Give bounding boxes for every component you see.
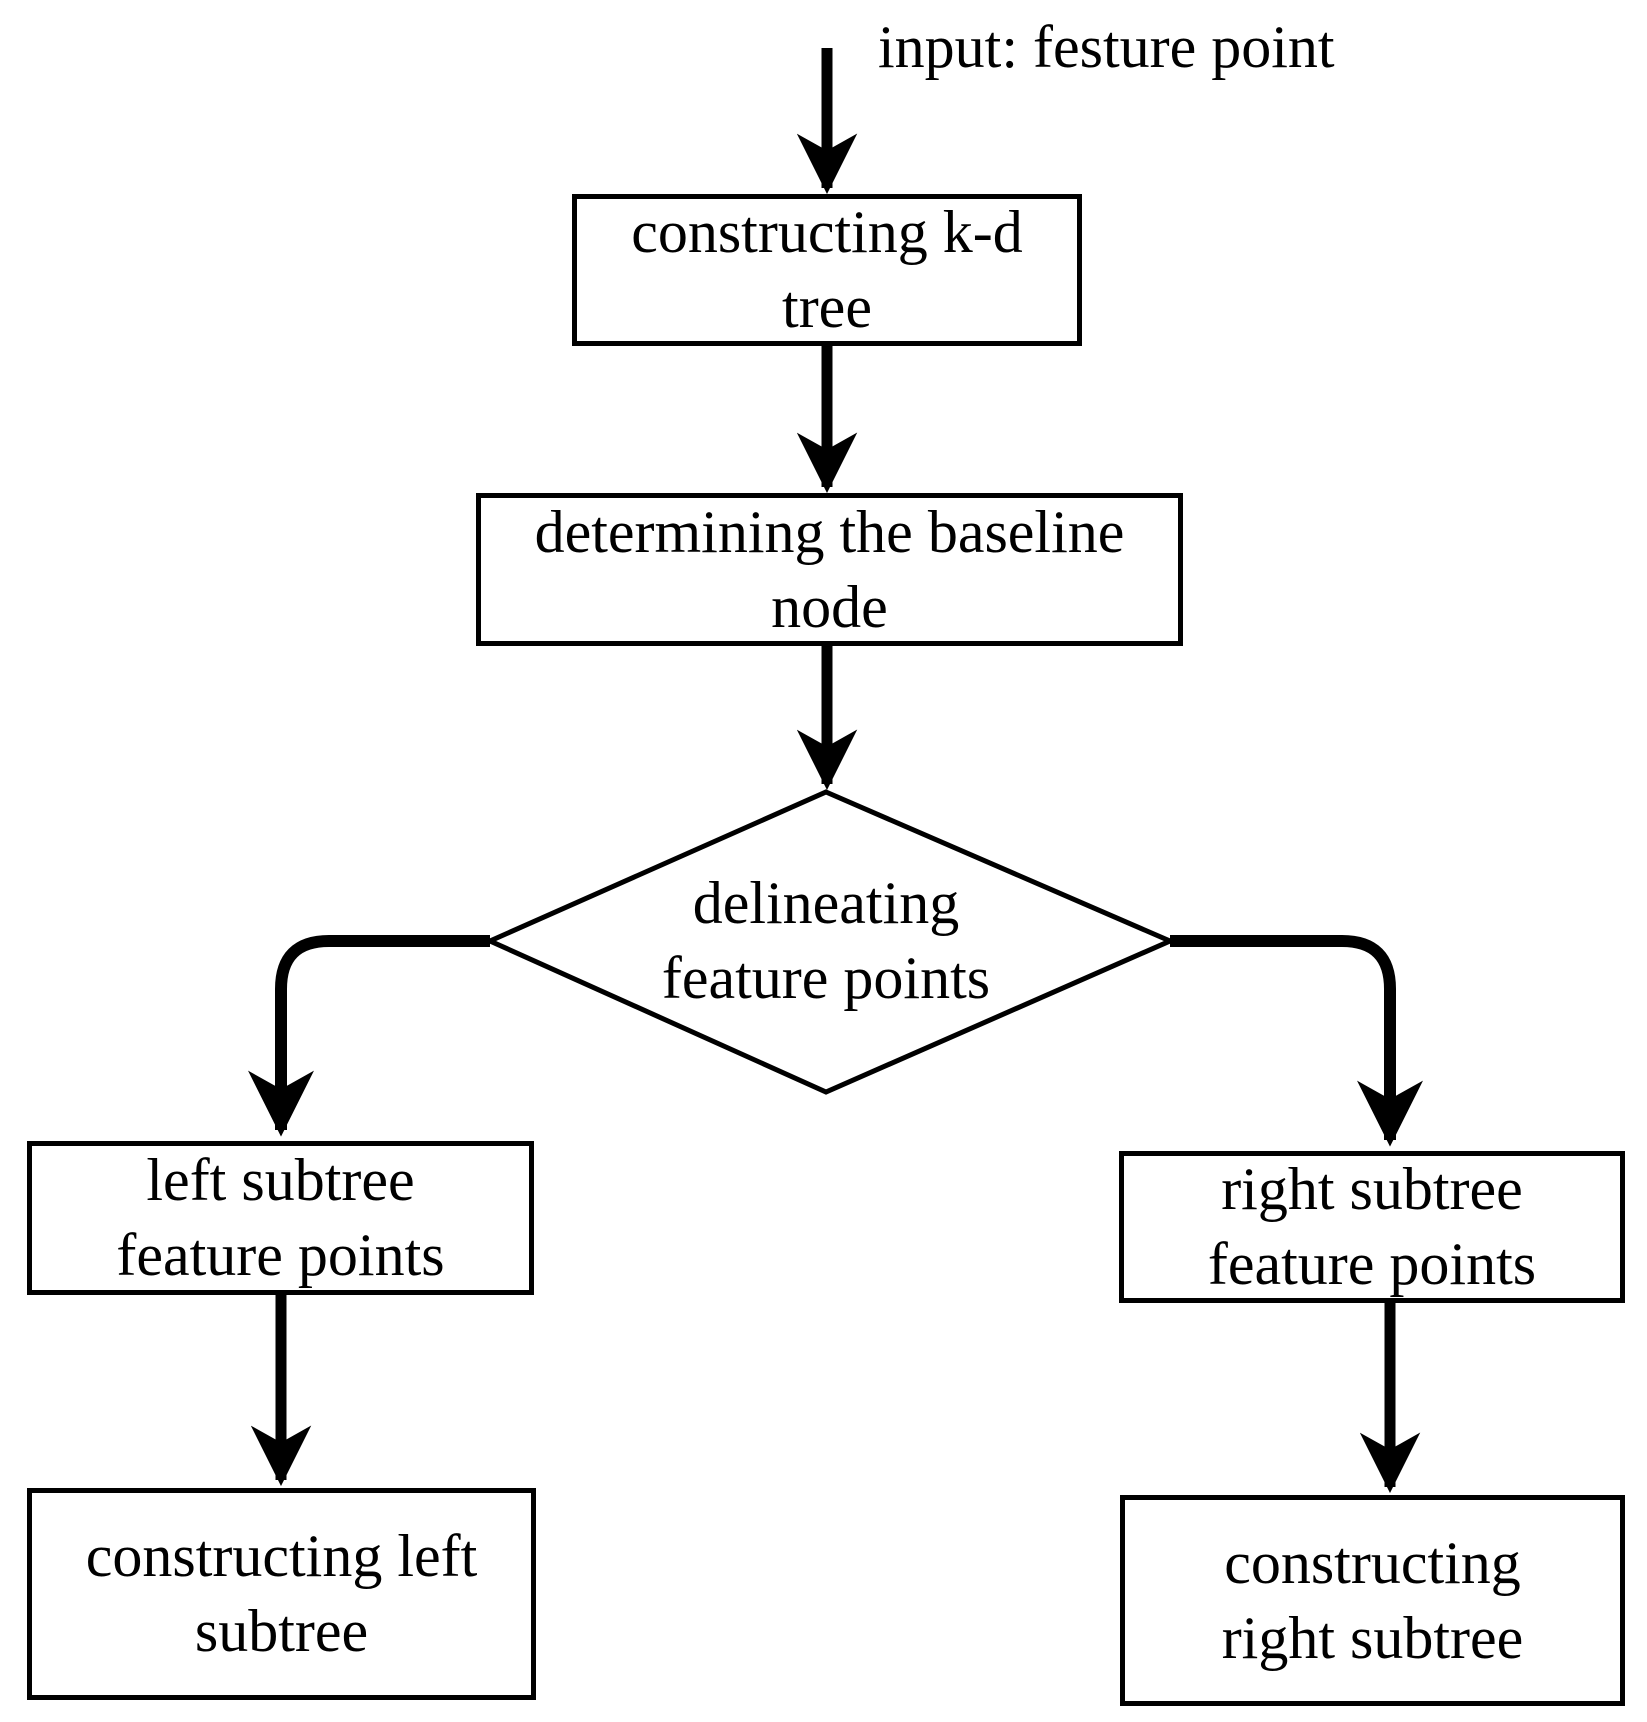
node-right-subtree-feature-points: right subtree feature points [1119,1151,1625,1303]
arrow-decision-to-left-subtree [248,935,490,1137]
node-constructing-kd-tree: constructing k-d tree [572,194,1082,346]
node-determining-baseline: determining the baseline node [476,493,1183,646]
decision-diamond-shape [483,789,1177,1095]
arrow-decision-to-right-subtree [1170,935,1423,1147]
input-label: input: festure point [878,14,1335,80]
node-left-subtree-feature-points: left subtree feature points [27,1141,534,1295]
node-constructing-left-subtree: constructing left subtree [27,1488,536,1700]
node-delineating-decision-label: delineating feature points [661,870,991,1011]
node-constructing-right-subtree: constructing right subtree [1120,1495,1625,1706]
